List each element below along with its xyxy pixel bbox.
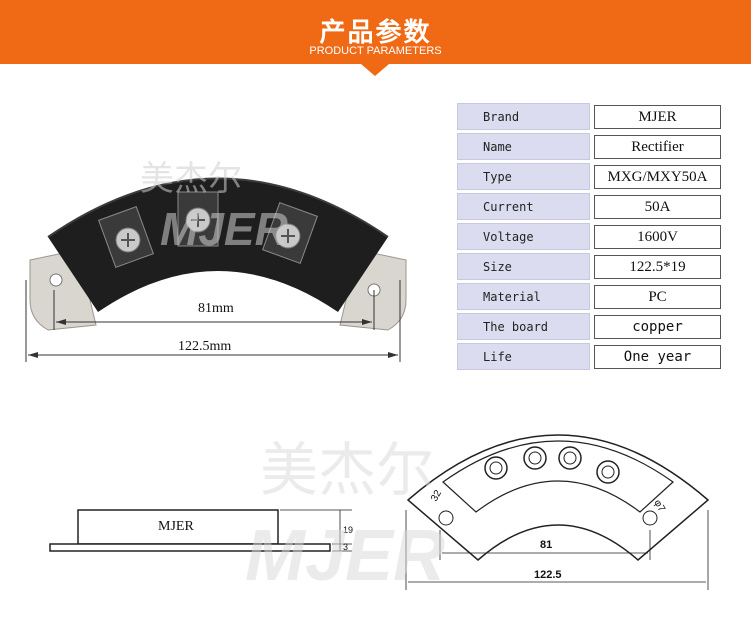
spec-value: One year: [594, 345, 721, 369]
spec-value: MJER: [594, 105, 721, 129]
spec-key: Current: [457, 193, 590, 220]
side-view-drawing: MJER 19 3: [49, 509, 353, 552]
spec-row-board: The board copper: [457, 313, 723, 340]
spec-key: Type: [457, 163, 590, 190]
banner-notch: [361, 64, 389, 76]
spec-value: 50A: [594, 195, 721, 219]
spec-row-voltage: Voltage 1600V: [457, 223, 723, 250]
spec-value: 122.5*19: [594, 255, 721, 279]
spec-row-name: Name Rectifier: [457, 133, 723, 160]
spec-key: Life: [457, 343, 590, 370]
top-view-122-5: 122.5: [534, 569, 562, 581]
dim-122-5mm: 122.5mm: [178, 339, 231, 354]
side-view-base: 3: [343, 542, 348, 552]
spec-value: PC: [594, 285, 721, 309]
spec-key: Brand: [457, 103, 590, 130]
top-view-phi7: φ7: [651, 498, 667, 514]
side-view-height: 19: [343, 525, 353, 535]
spec-value: 1600V: [594, 225, 721, 249]
spec-key: The board: [457, 313, 590, 340]
top-view-drawing: 81 122.5 32 φ7: [405, 434, 710, 590]
spec-row-material: Material PC: [457, 283, 723, 310]
top-view-32: 32: [429, 488, 444, 504]
header-title: 产品参数: [319, 18, 432, 48]
header-subtitle: PRODUCT PARAMETERS: [309, 45, 442, 57]
spec-row-size: Size 122.5*19: [457, 253, 723, 280]
spec-row-type: Type MXG/MXY50A: [457, 163, 723, 190]
spec-key: Size: [457, 253, 590, 280]
spec-row-life: Life One year: [457, 343, 723, 370]
spec-row-current: Current 50A: [457, 193, 723, 220]
spec-row-brand: Brand MJER: [457, 103, 723, 130]
side-view-label: MJER: [158, 519, 194, 534]
spec-value: MXG/MXY50A: [594, 165, 721, 189]
spec-key: Voltage: [457, 223, 590, 250]
dim-81mm: 81mm: [198, 301, 234, 316]
top-view-81: 81: [540, 539, 552, 551]
spec-key: Name: [457, 133, 590, 160]
spec-value: Rectifier: [594, 135, 721, 159]
header-banner: 产品参数 PRODUCT PARAMETERS: [0, 0, 751, 64]
product-photo: 81mm 122.5mm: [25, 177, 407, 362]
spec-value: copper: [594, 315, 721, 339]
spec-key: Material: [457, 283, 590, 310]
